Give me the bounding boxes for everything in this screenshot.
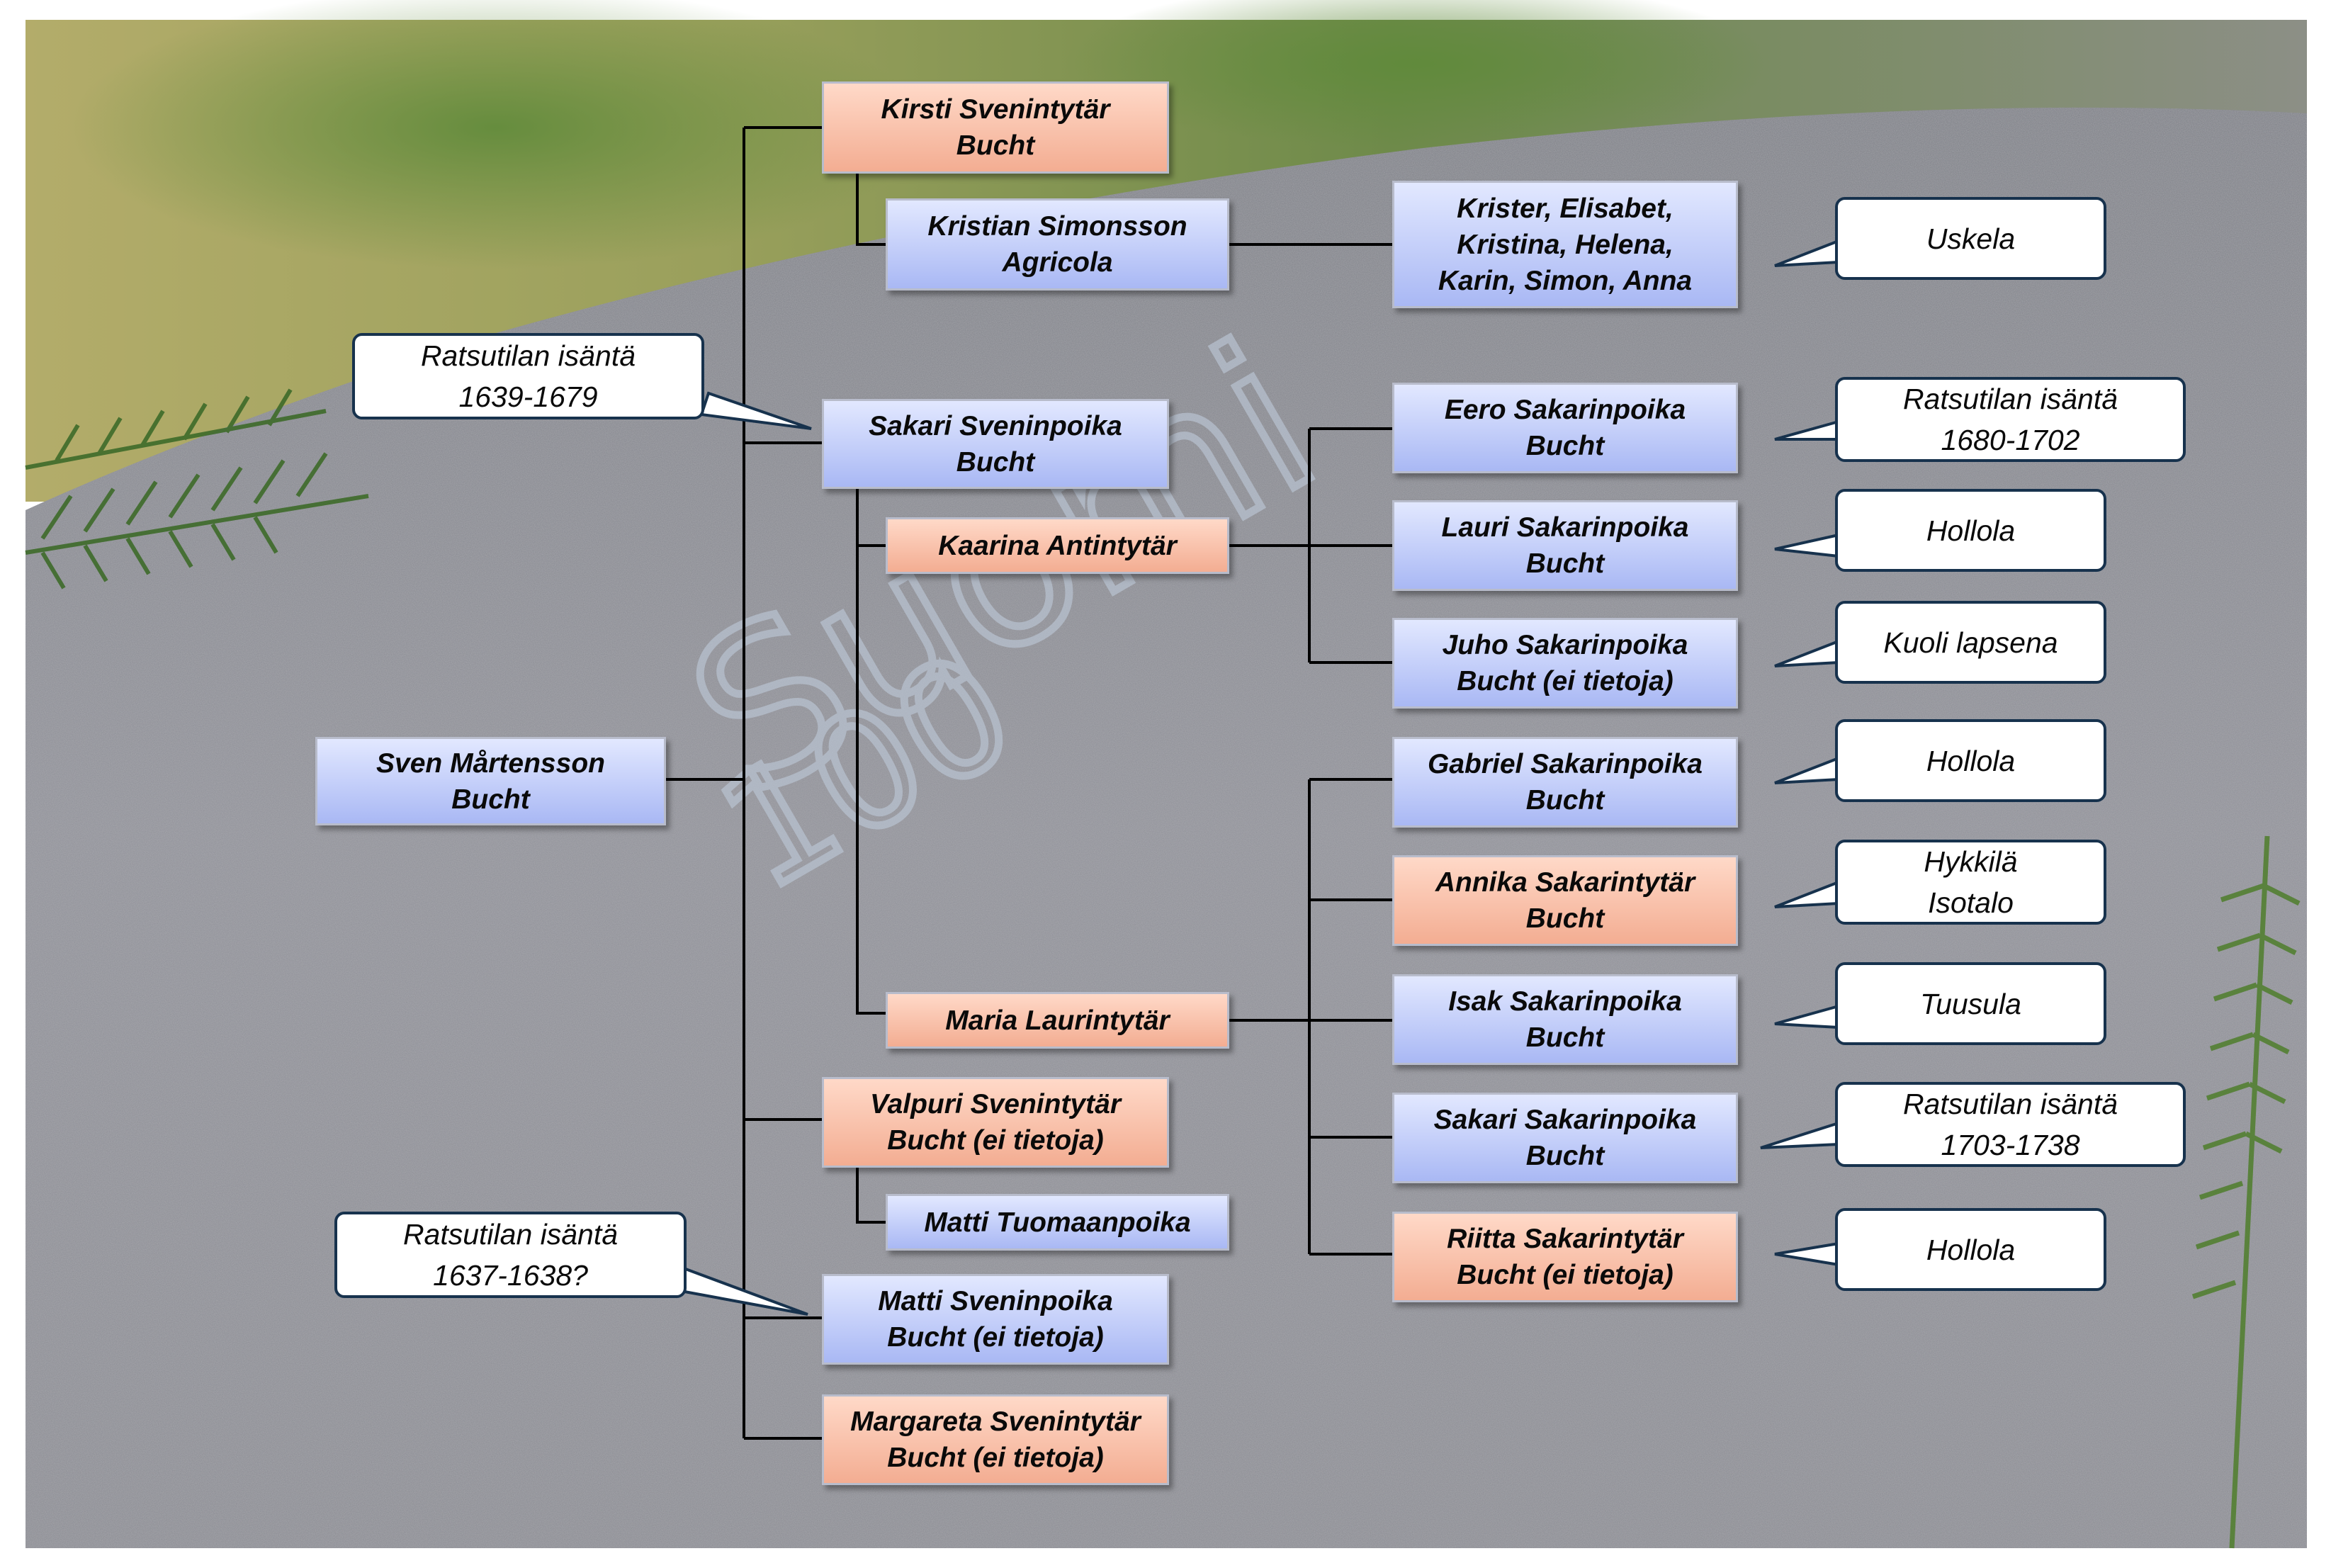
callout-lauri-place: Hollola [1835, 489, 2106, 572]
callout-isak-place: Tuusula [1835, 962, 2106, 1045]
person-riitta: Riitta Sakarintytär Bucht (ei tietoja) [1392, 1212, 1738, 1302]
callout-matti-isanta: Ratsutilan isäntä 1637-1638? [334, 1212, 687, 1298]
person-lauri: Lauri Sakarinpoika Bucht [1392, 500, 1738, 591]
callout-annika-place: Hykkilä Isotalo [1835, 840, 2106, 925]
callout-juho-note: Kuoli lapsena [1835, 601, 2106, 684]
person-kristian: Kristian Simonsson Agricola [886, 198, 1229, 291]
person-juho: Juho Sakarinpoika Bucht (ei tietoja) [1392, 618, 1738, 709]
person-margareta: Margareta Svenintytär Bucht (ei tietoja) [822, 1394, 1169, 1485]
person-kaarina: Kaarina Antintytär [886, 517, 1229, 574]
person-gabriel: Gabriel Sakarinpoika Bucht [1392, 737, 1738, 828]
callout-eero-isanta: Ratsutilan isäntä 1680-1702 [1835, 377, 2186, 462]
callout-riitta-place: Hollola [1835, 1208, 2106, 1291]
callout-sakari-isanta: Ratsutilan isäntä 1639-1679 [352, 333, 704, 419]
callout-uskela: Uskela [1835, 197, 2106, 280]
callout-sakari-jr-isanta: Ratsutilan isäntä 1703-1738 [1835, 1082, 2186, 1167]
person-matti-tuomaanpoika: Matti Tuomaanpoika [886, 1194, 1229, 1251]
person-sakari-jr: Sakari Sakarinpoika Bucht [1392, 1093, 1738, 1183]
person-kirsti: Kirsti Svenintytär Bucht [822, 81, 1169, 174]
person-sakari: Sakari Sveninpoika Bucht [822, 399, 1169, 489]
person-annika: Annika Sakarintytär Bucht [1392, 855, 1738, 946]
callout-gabriel-place: Hollola [1835, 719, 2106, 802]
person-kristian-children: Krister, Elisabet, Kristina, Helena, Kar… [1392, 181, 1738, 308]
person-maria: Maria Laurintytär [886, 992, 1229, 1049]
person-isak: Isak Sakarinpoika Bucht [1392, 974, 1738, 1065]
person-sven: Sven Mårtensson Bucht [315, 737, 666, 825]
person-eero: Eero Sakarinpoika Bucht [1392, 383, 1738, 473]
person-matti-sveninpoika: Matti Sveninpoika Bucht (ei tietoja) [822, 1274, 1169, 1365]
person-valpuri: Valpuri Svenintytär Bucht (ei tietoja) [822, 1077, 1169, 1168]
